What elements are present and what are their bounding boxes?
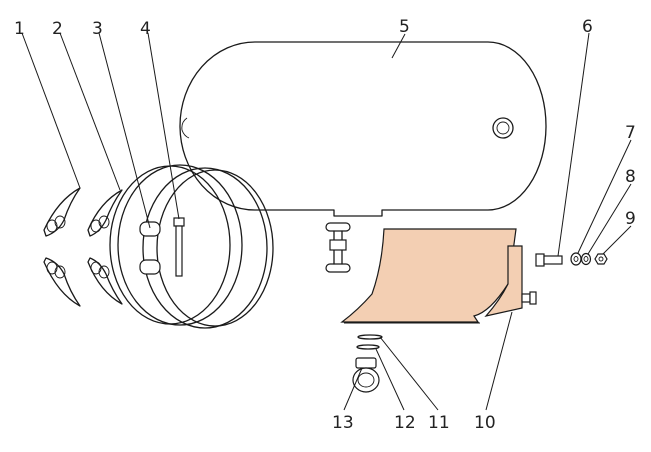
callout-1: 1 [14, 19, 25, 39]
callout-4: 4 [140, 19, 151, 39]
clamp-bands [43, 164, 274, 329]
part-6-bolt [535, 253, 563, 267]
callout-11: 11 [428, 413, 450, 433]
callout-12: 12 [394, 413, 416, 433]
part-5-oval-cover [179, 41, 547, 217]
callout-8: 8 [625, 167, 636, 187]
part-3-pins [139, 221, 161, 275]
callout-10: 10 [474, 413, 496, 433]
callout-5: 5 [399, 17, 410, 37]
callout-13: 13 [332, 413, 354, 433]
callout-6: 6 [582, 17, 593, 37]
part-4-bolt [173, 217, 185, 277]
part-11-washer [357, 334, 383, 340]
callout-9: 9 [625, 209, 636, 229]
callout-2: 2 [52, 19, 63, 39]
part-8-lock-washer [580, 252, 592, 266]
cover-hole [492, 117, 514, 139]
part-12-washer [356, 344, 380, 350]
callout-7: 7 [625, 123, 636, 143]
leader-lines [21, 32, 632, 411]
part-7-washer [570, 252, 582, 266]
callout-3: 3 [92, 19, 103, 39]
callout-labels: 1 2 3 4 5 6 7 8 9 10 11 12 13 [14, 17, 636, 433]
part-10-curved-plate [340, 228, 537, 324]
part-9-nut [594, 253, 608, 265]
hinge-bracket [325, 222, 351, 273]
part-13-eye-knob [352, 357, 380, 393]
